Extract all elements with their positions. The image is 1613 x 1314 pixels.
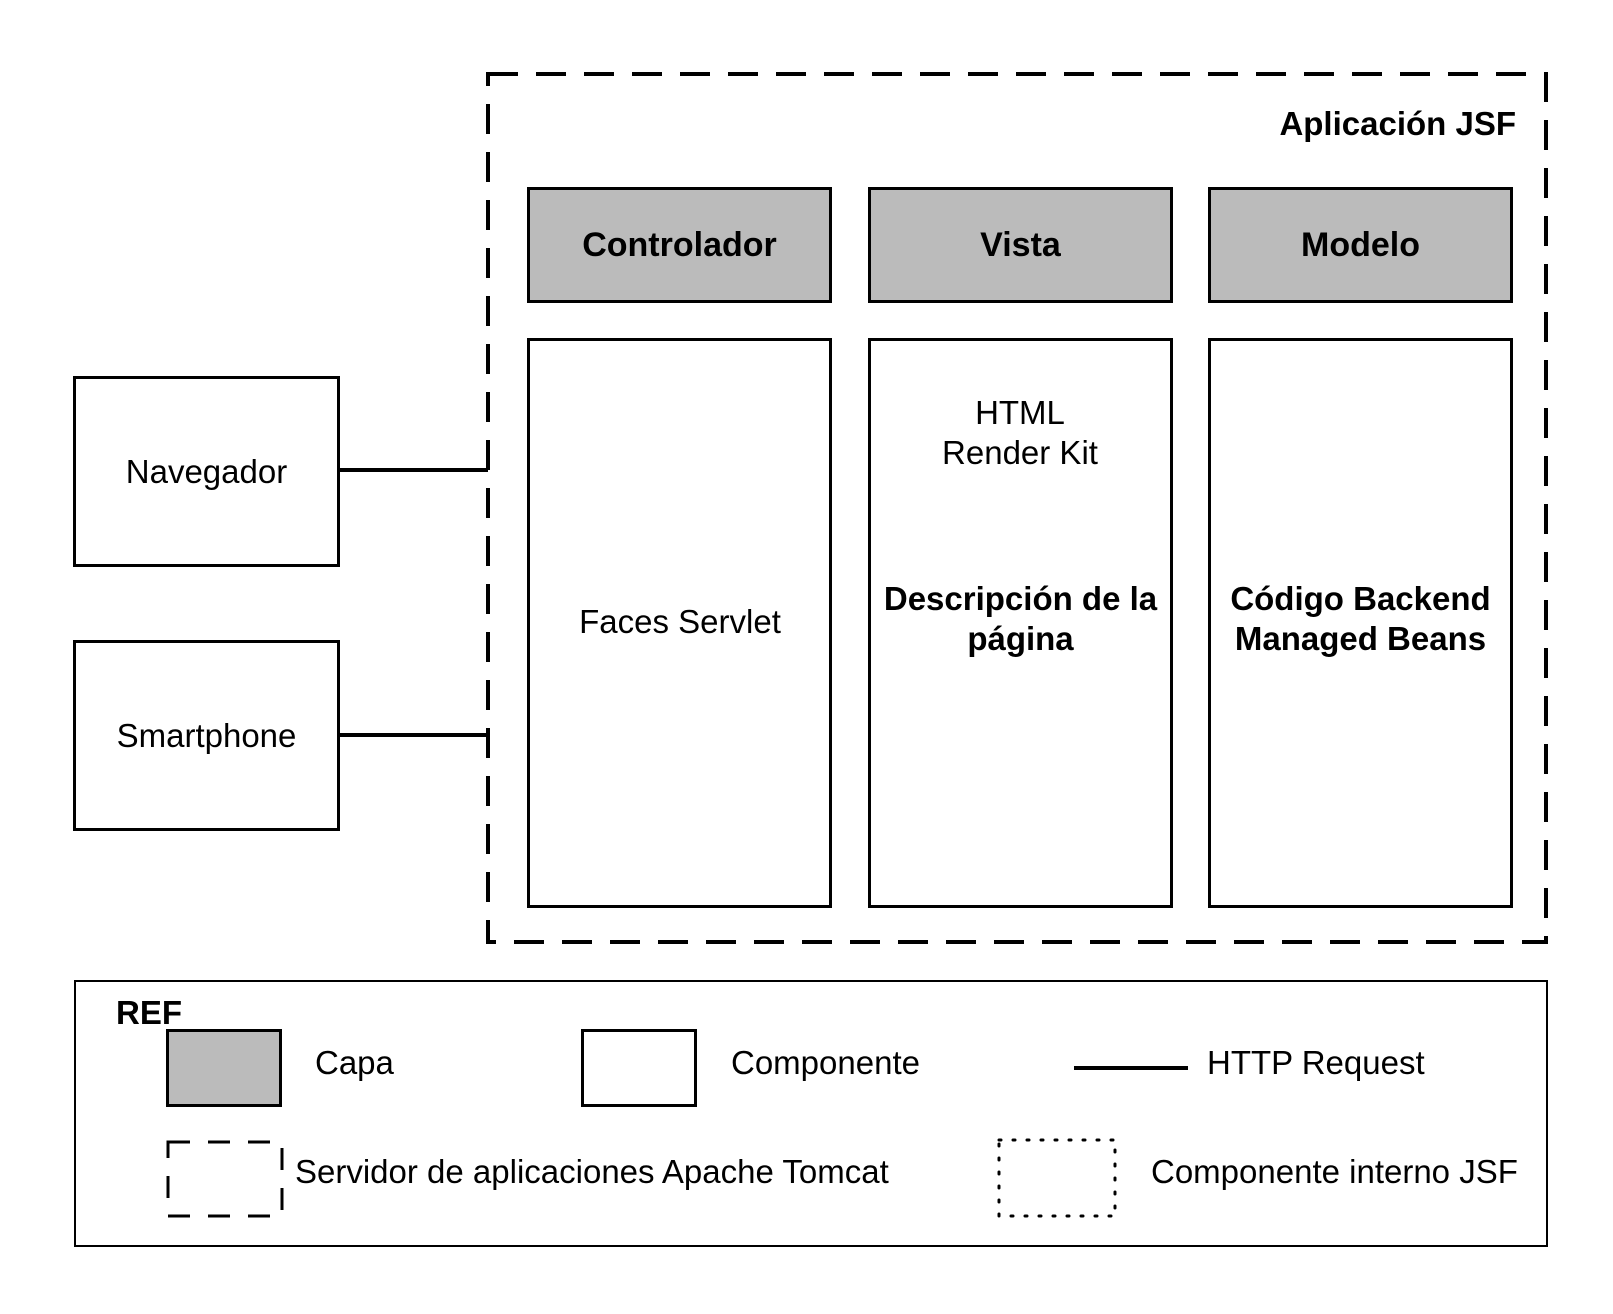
smartphone-client: Smartphone: [73, 640, 340, 831]
browser-client: Navegador: [73, 376, 340, 567]
legend-layer-sample: [166, 1029, 282, 1107]
legend-component-sample: [581, 1029, 697, 1107]
page-description-label: Descripción de la página: [883, 580, 1158, 657]
legend-internal-sample: [997, 1138, 1117, 1218]
layer-view: Vista: [868, 187, 1173, 303]
layer-controller: Controlador: [527, 187, 832, 303]
backend-code-label: Código Backend Managed Beans: [1230, 580, 1491, 657]
tomcat-server-boundary: [486, 72, 1548, 944]
view-component: [868, 338, 1173, 908]
legend-title: REF: [116, 994, 182, 1031]
faces-servlet-label: Faces Servlet: [579, 603, 781, 640]
legend-component-label: Componente: [731, 1044, 920, 1081]
layer-model: Modelo: [1208, 187, 1513, 303]
legend-http-label: HTTP Request: [1207, 1044, 1425, 1081]
legend-server-label: Servidor de aplicaciones Apache Tomcat: [295, 1153, 889, 1190]
render-kit-label: HTML Render Kit: [942, 394, 1098, 471]
app-title: Aplicación JSF: [1279, 105, 1516, 142]
legend-layer-label: Capa: [315, 1044, 394, 1081]
controller-component: [527, 338, 832, 908]
legend-box: [74, 980, 1548, 1247]
model-component: [1208, 338, 1513, 908]
legend-server-sample: [166, 1140, 284, 1218]
legend-internal-label: Componente interno JSF: [1151, 1153, 1518, 1190]
